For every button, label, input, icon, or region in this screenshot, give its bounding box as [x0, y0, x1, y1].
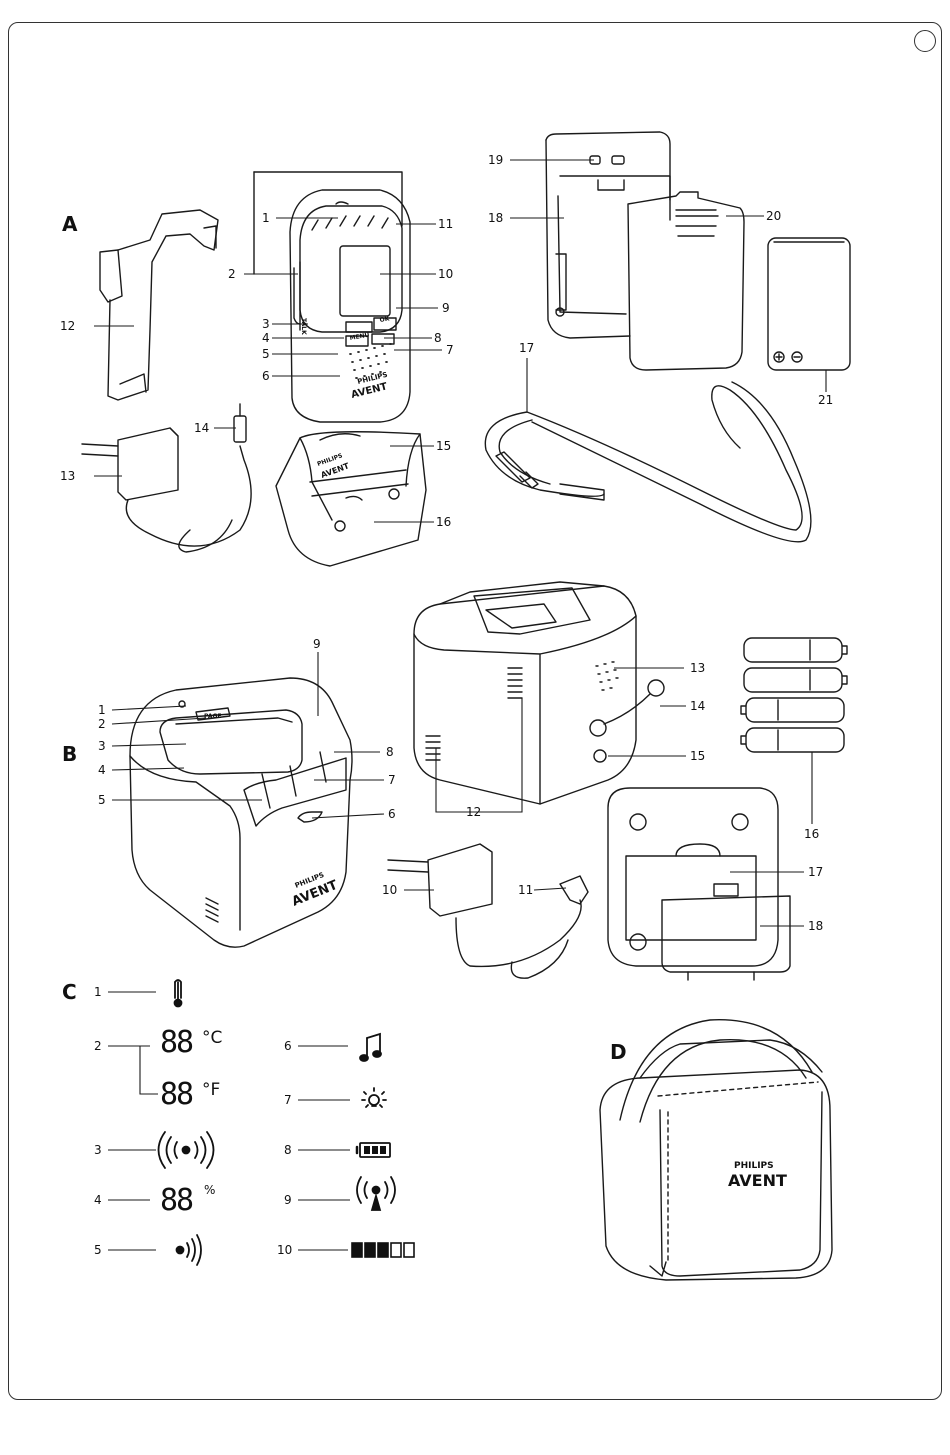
lullaby-icon: [360, 1034, 381, 1061]
level-segment: [378, 1243, 388, 1257]
level-segment: [404, 1243, 414, 1257]
thermometer-icon: [175, 980, 182, 1007]
sound-level-bar-icon: [352, 1243, 414, 1257]
signal-antenna-icon: [357, 1177, 395, 1210]
transmitting-icon: [159, 1132, 214, 1168]
battery-icon: [357, 1143, 390, 1157]
night-light-icon: [362, 1088, 386, 1107]
level-segment: [352, 1243, 362, 1257]
level-segment: [365, 1243, 375, 1257]
level-segment: [391, 1243, 401, 1257]
sound-level-icon: [177, 1235, 202, 1265]
